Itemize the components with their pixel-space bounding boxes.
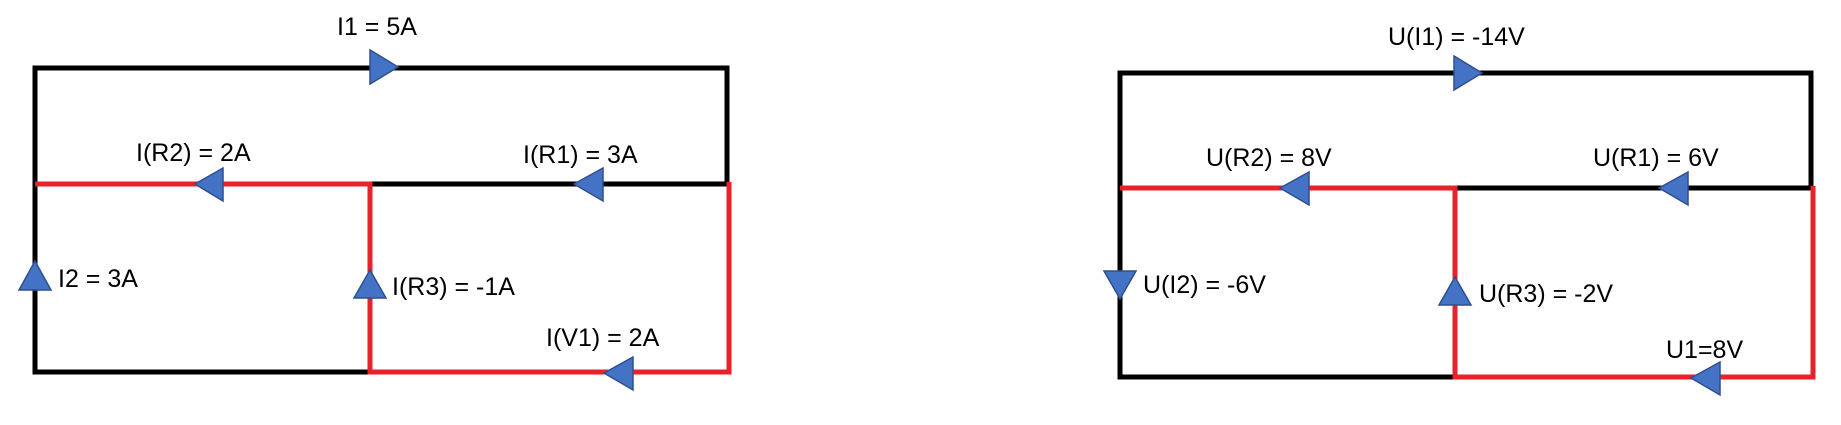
right-ui2-arrow-icon (1102, 270, 1138, 301)
left-i1-arrow-icon (369, 48, 400, 86)
right-ur2-arrow-icon (1278, 170, 1310, 207)
left-ir3-arrow-icon (352, 268, 388, 299)
right-ur2-label: U(R2) = 8V (1206, 144, 1332, 172)
right-circuit: U(I1) = -14V U(R2) = 8V U(R1) = 6V U(I2)… (1102, 23, 1816, 397)
right-u1-arrow-icon (1689, 360, 1721, 397)
left-ir1-arrow-icon (572, 166, 604, 203)
right-ui2-label: U(I2) = -6V (1143, 271, 1266, 299)
left-ir2-arrow-icon (193, 166, 224, 203)
right-ur3-arrow-icon (1437, 275, 1473, 306)
left-iv1-label: I(V1) = 2A (546, 324, 660, 352)
left-iv1-arrow-icon (602, 355, 634, 392)
left-ir1-label: I(R1) = 3A (523, 141, 638, 169)
left-i1-label: I1 = 5A (337, 13, 417, 41)
right-u1-label: U1=8V (1666, 336, 1743, 364)
right-u1-wire (1453, 186, 1816, 380)
right-i2-wire (1117, 188, 1455, 380)
left-circuit: I1 = 5A I(R2) = 2A I(R1) = 3A I2 = 3A I(… (17, 13, 732, 392)
right-ui1-label: U(I1) = -14V (1388, 23, 1525, 51)
right-ur3-label: U(R3) = -2V (1479, 280, 1613, 308)
right-top-loop-wire (1117, 70, 1814, 190)
right-ur1-arrow-icon (1657, 170, 1689, 207)
left-i2-label: I2 = 3A (58, 265, 138, 293)
left-ir2-label: I(R2) = 2A (136, 139, 251, 167)
left-i2-arrow-icon (17, 259, 53, 291)
right-ur1-label: U(R1) = 6V (1593, 144, 1719, 172)
left-i2-wire (32, 184, 370, 375)
left-ir3-label: I(R3) = -1A (392, 273, 515, 301)
left-v1-wire (368, 182, 732, 375)
right-ui1-arrow-icon (1453, 54, 1484, 92)
